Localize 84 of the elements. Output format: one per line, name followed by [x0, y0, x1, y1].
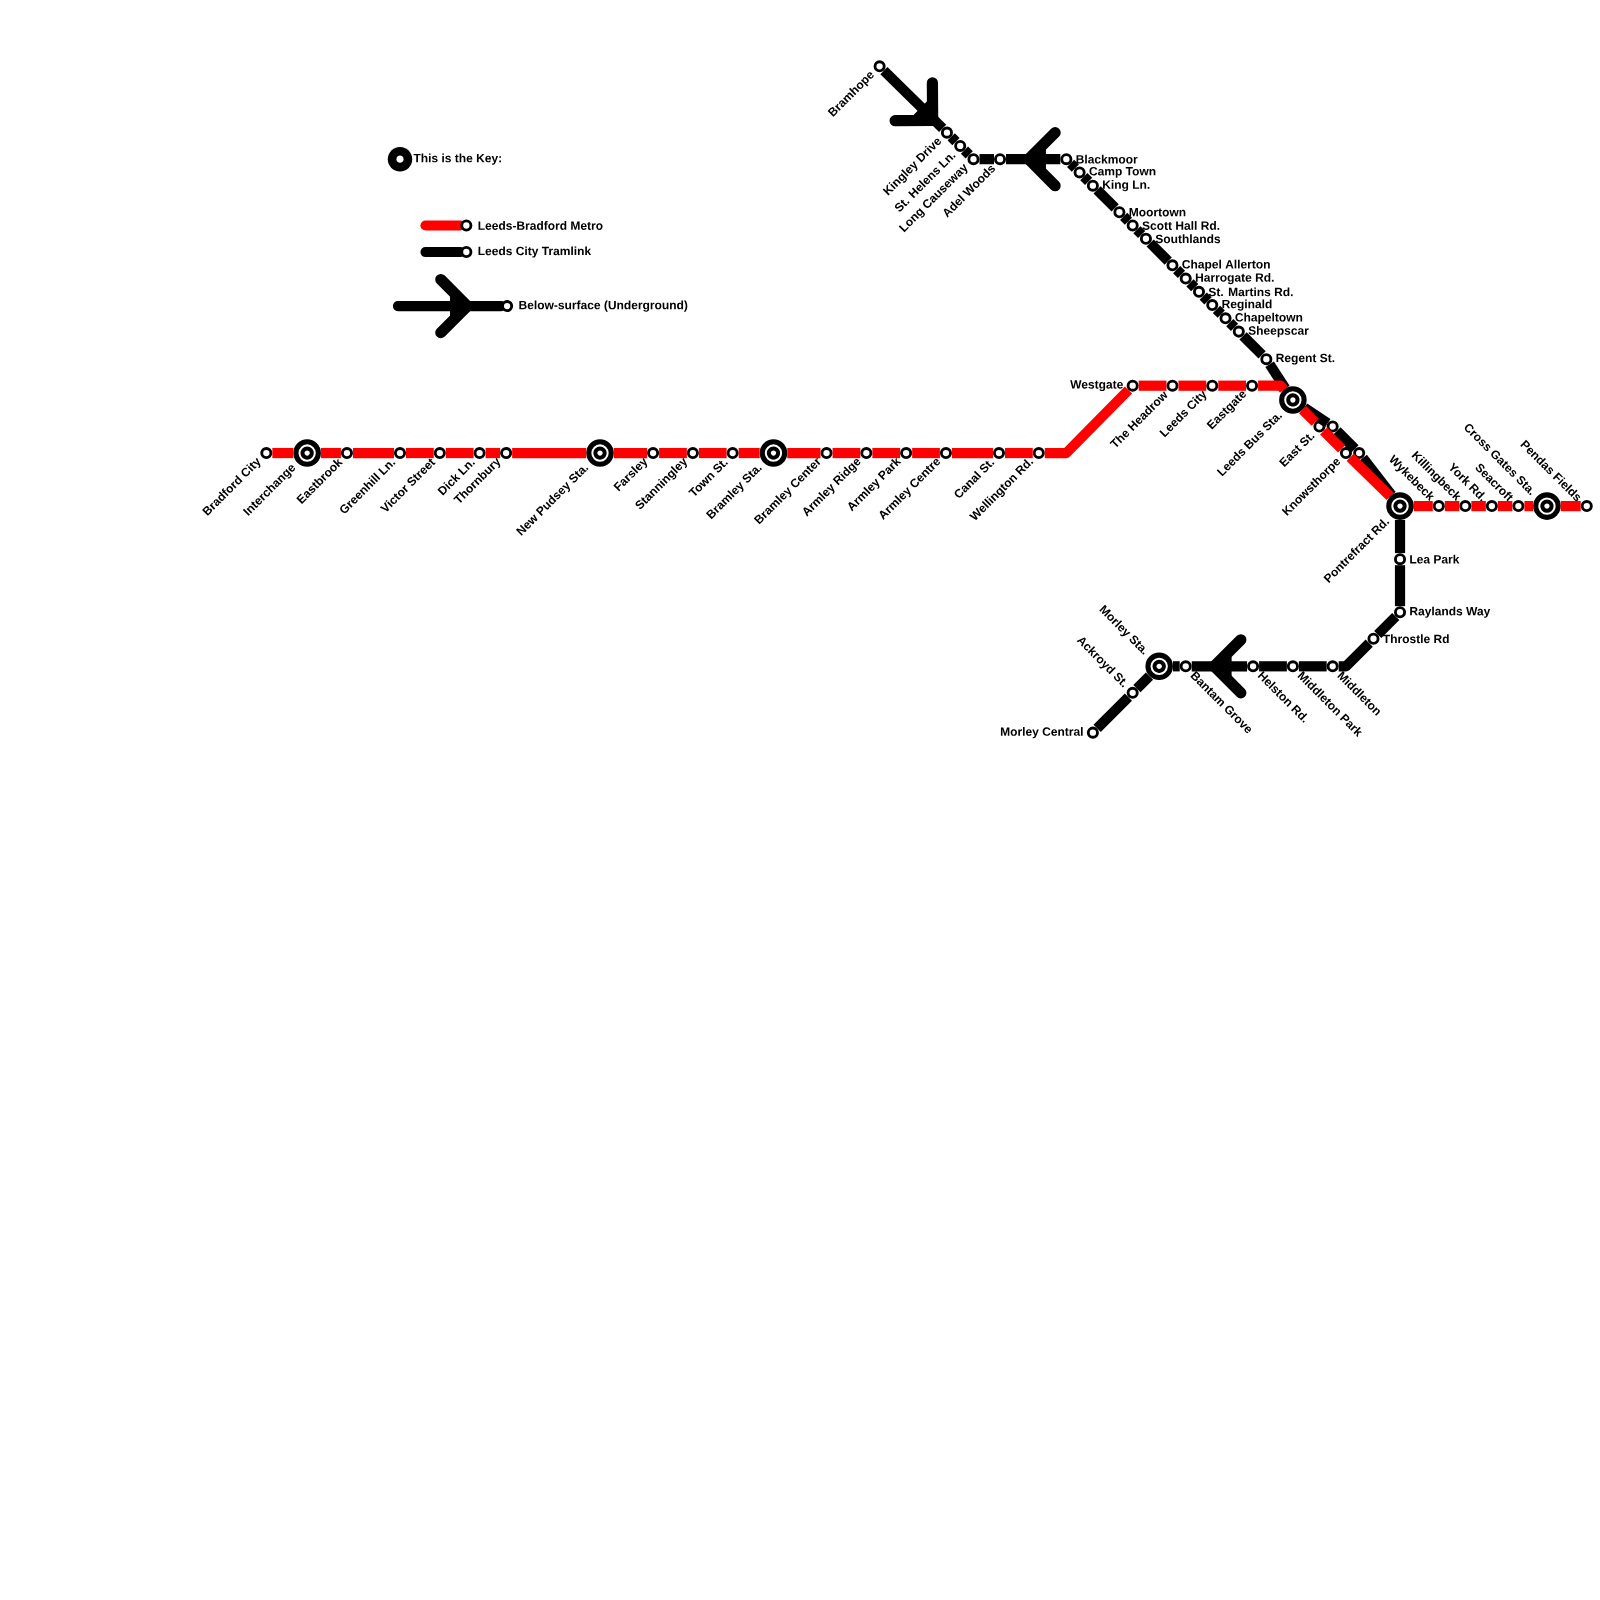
- line-segment: [1524, 501, 1534, 512]
- underground-arrow: [880, 66, 947, 133]
- line-segment: [352, 447, 394, 459]
- line-segment: [1093, 693, 1132, 732]
- line-segment: [1080, 173, 1093, 186]
- line-segment: [872, 447, 901, 459]
- line-segment: [1374, 612, 1400, 639]
- line-segment: [1413, 501, 1433, 512]
- line-segment: [947, 133, 960, 146]
- line-segment: [406, 447, 434, 459]
- station-label: Westgate: [1070, 380, 1123, 392]
- station-marker: [1353, 447, 1366, 460]
- line-segment: [1093, 186, 1119, 212]
- line-segment: [512, 447, 587, 459]
- line-segment: [832, 447, 861, 459]
- station-marker: [1326, 420, 1339, 433]
- line-segment: [1067, 159, 1079, 172]
- line-segment: [1133, 226, 1146, 239]
- line-segment: [1444, 501, 1460, 512]
- station-label: Scott Hall Rd.: [1142, 221, 1220, 230]
- station-label: King Ln.: [1103, 180, 1150, 192]
- line-segment: [951, 447, 993, 459]
- station-label: Regent St.: [1276, 353, 1335, 365]
- line-segment: [1560, 501, 1581, 512]
- station-label: Chapeltown: [1235, 312, 1303, 324]
- line-segment: [1471, 501, 1486, 512]
- line-segment: [1173, 265, 1186, 278]
- line-segment: [1298, 661, 1327, 672]
- line-segment: [320, 447, 341, 459]
- line-segment: [1394, 565, 1406, 607]
- line-segment: [1258, 380, 1288, 393]
- line-segment: [613, 447, 648, 459]
- line-segment: [1186, 279, 1199, 292]
- key-title: This is the Key:: [413, 153, 501, 165]
- station-label: Blackmoor: [1076, 154, 1138, 164]
- line-segment: [1218, 380, 1247, 391]
- station-label: Raylands Way: [1410, 606, 1491, 618]
- line-segment: [1178, 380, 1207, 391]
- line-segment: [1320, 427, 1346, 453]
- line-segment: [445, 447, 474, 459]
- line-segment: [1212, 305, 1225, 318]
- legend-label: Leeds City Tramlink: [478, 246, 592, 258]
- line-segment: [1299, 406, 1319, 426]
- station-label: Lea Park: [1410, 554, 1460, 564]
- line-segment: [1199, 292, 1212, 305]
- line-segment: [1133, 672, 1154, 693]
- underground-arrow: [1191, 634, 1248, 699]
- line-segment: [960, 146, 973, 159]
- line-segment: [912, 447, 940, 459]
- line-segment: [1005, 447, 1033, 459]
- line-segment: [787, 447, 821, 459]
- line-segment: [1301, 403, 1331, 428]
- line-segment: [659, 447, 687, 459]
- line-segment: [1333, 427, 1359, 453]
- station-label: Morley Central: [1000, 727, 1083, 739]
- legend-label: Leeds-Bradford Metro: [478, 221, 603, 230]
- line-segment: [1044, 386, 1133, 459]
- line-segment: [1346, 453, 1394, 501]
- line-segment: [979, 154, 994, 165]
- station-label: Southlands: [1155, 234, 1221, 244]
- line-segment: [1138, 380, 1167, 391]
- line-segment: [1259, 661, 1287, 672]
- line-segment: [485, 447, 501, 459]
- line-segment: [1394, 519, 1406, 554]
- underground-arrow: [1006, 127, 1061, 192]
- station-label: St. Martins Rd.: [1208, 287, 1293, 297]
- station-label: Reginald: [1222, 299, 1272, 311]
- line-segment: [738, 447, 760, 459]
- station-label: Camp Town: [1089, 167, 1156, 178]
- line-segment: [1120, 212, 1132, 225]
- station-label: Moortown: [1129, 208, 1186, 217]
- line-segment: [272, 447, 294, 459]
- line-segment: [1497, 501, 1513, 512]
- station-label: Throstle Rd: [1383, 634, 1449, 644]
- legend-label: Below-surface (Underground): [519, 300, 688, 312]
- line-segment: [1172, 661, 1180, 672]
- line-segment: [1239, 332, 1266, 359]
- station-label: Harrogate Rd.: [1195, 272, 1274, 285]
- line-segment: [698, 447, 727, 459]
- line-segment: [1146, 239, 1172, 265]
- line-segment: [1338, 639, 1373, 672]
- line-segment: [1226, 319, 1239, 331]
- station-label: Chapel Allerton: [1182, 259, 1270, 271]
- station-label: Sheepscar: [1248, 326, 1309, 338]
